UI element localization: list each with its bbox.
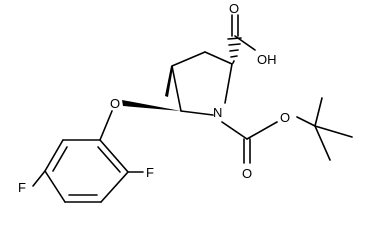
aromatic-inner-a	[97, 146, 121, 173]
carbamate-ester-oxygen: O	[280, 110, 290, 125]
aromatic-inner-c	[52, 146, 68, 172]
ether-oxygen: O	[110, 96, 120, 111]
bond-ar-1-2	[99, 139, 129, 173]
acid-hydroxyl-label: OH	[257, 52, 277, 67]
bond-tbu-methyl-top	[314, 97, 323, 127]
bond-c3-c2	[171, 51, 206, 67]
boc-carbamate-group: O O	[221, 97, 353, 181]
molecule-structure: O OH N O O O F F	[18, 1, 353, 203]
bond-c1-n	[224, 63, 233, 104]
bond-carbonyl-oester	[246, 121, 278, 140]
ring-nitrogen: N	[213, 105, 222, 120]
wedge-stereo-bond-body	[122, 100, 181, 111]
bond-c5-c4	[171, 65, 182, 112]
bond-c2-c1	[204, 51, 233, 65]
carboxylic-acid-group: O OH	[227, 1, 277, 67]
difluorophenyl-ring: F F	[18, 139, 154, 203]
wedge-stereo-bond	[165, 66, 173, 97]
bond-c-oh	[234, 35, 256, 51]
hashed-stereo-bond	[227, 37, 242, 64]
bond-ar-4-5	[44, 170, 66, 203]
bond-oester-tbu	[296, 116, 316, 127]
carbamate-carbonyl-oxygen: O	[242, 166, 252, 181]
pyrrolidine-ring	[171, 51, 233, 116]
bond-n-c5	[180, 110, 214, 116]
bond-ar-2-3	[100, 171, 129, 203]
bond-tbu-methyl-right	[314, 125, 353, 138]
fluorine-meta: F	[18, 180, 26, 195]
bond-tbu-methyl-bottom	[314, 125, 331, 161]
fluorine-ortho: F	[146, 165, 154, 180]
acid-carbonyl-oxygen: O	[229, 1, 239, 16]
bond-n-carbonyl	[221, 121, 248, 140]
bond-o-aryl	[99, 110, 113, 141]
bond-c-f-meta	[32, 170, 46, 187]
structure-diagram: O OH N O O O F F	[18, 1, 353, 203]
bond-ar-5-6	[44, 139, 64, 172]
ether-linkage: O	[99, 66, 181, 141]
